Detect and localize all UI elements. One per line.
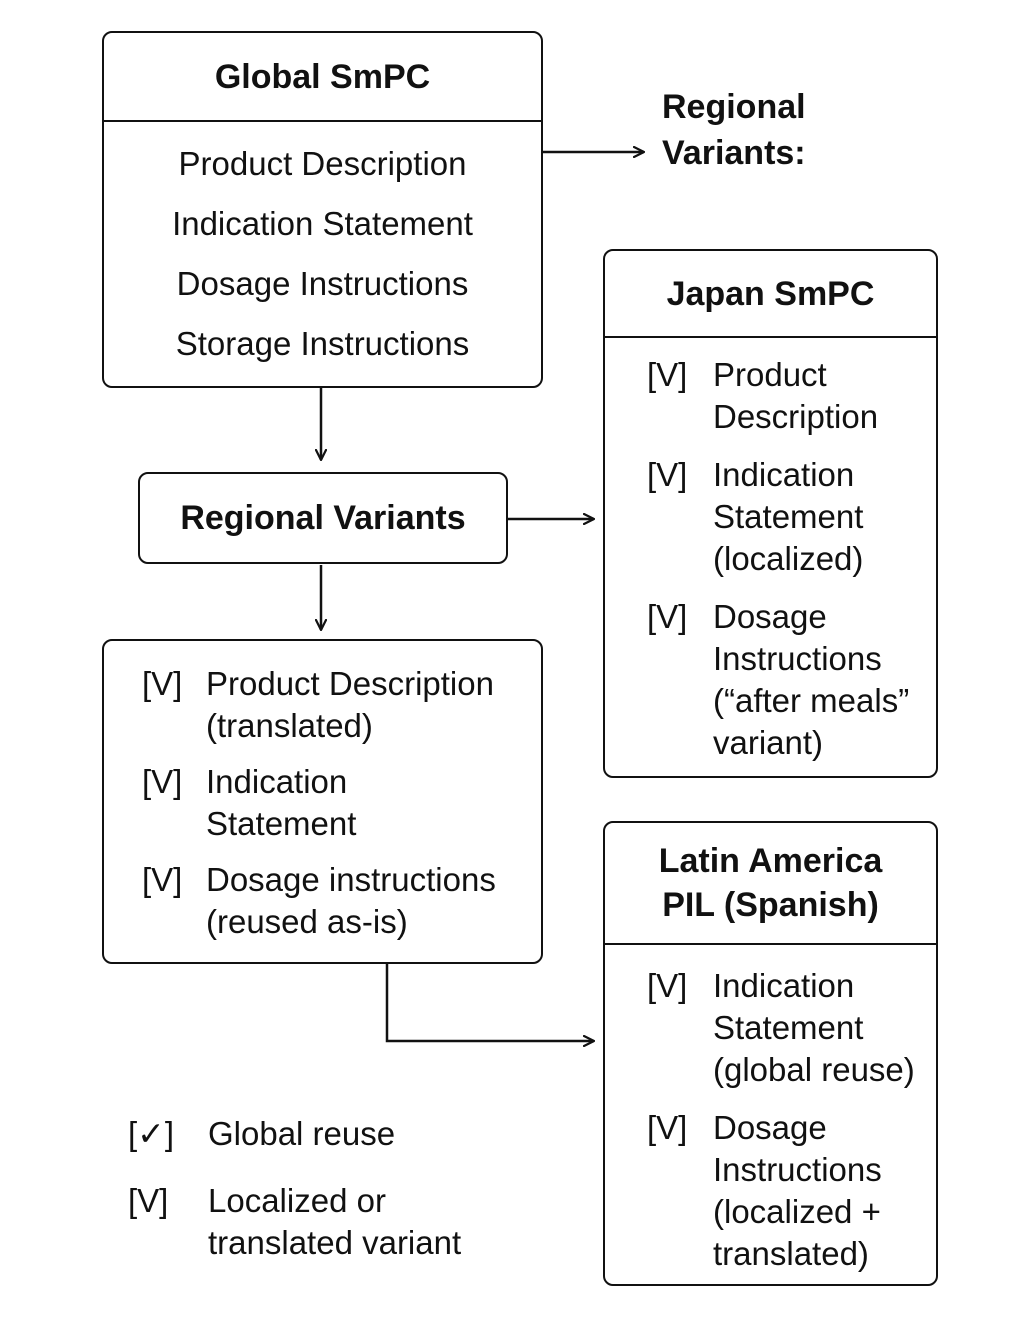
global-item-product-description: Product Description [178,145,467,182]
legend-global-reuse: [✓] Global reuse [128,1113,395,1155]
latam-item-text: Indication Statement (global reuse) [713,967,915,1088]
global-item-indication-statement: Indication Statement [172,205,473,242]
latin-america-pil-box: Latin America PIL (Spanish) [V] Indicati… [603,821,938,1286]
regional-variants-node: Regional Variants [138,472,508,564]
japan-smpc-title: Japan SmPC [605,251,936,338]
japan-item: [V] Indication Statement (localized) [647,454,936,580]
variant-mark: [V] [128,1182,169,1219]
latin-america-pil-items: [V] Indication Statement (global reuse) … [605,945,936,1275]
variant-mark: [V] [647,356,688,393]
regional-item-text: Product Description (translated) [206,665,494,744]
variant-mark: [V] [142,665,183,702]
variant-mark: [V] [142,861,183,898]
legend-localized-variant: [V] Localized or translated variant [128,1180,461,1264]
variant-mark: [V] [647,598,688,635]
japan-item-text: Dosage Instructions (“after meals” varia… [713,598,910,761]
regional-item: [V] Dosage instructions (reused as-is) [142,859,541,943]
checkmark-icon: [✓] [128,1115,174,1152]
regional-variants-box: [V] Product Description (translated) [V]… [102,639,543,964]
regional-variants-node-label: Regional Variants [180,498,466,537]
regional-item: [V] Indication Statement [142,761,541,845]
variant-mark: [V] [647,1109,688,1146]
regional-variants-heading: Regional Variants: [662,88,806,172]
legend-global-reuse-text: Global reuse [208,1115,396,1152]
global-item-dosage-instructions: Dosage Instructions [176,265,469,302]
regional-item-text: Indication Statement [206,763,357,842]
regional-item: [V] Product Description (translated) [142,663,541,747]
japan-item-text: Indication Statement (localized) [713,456,864,577]
global-item-storage-instructions: Storage Instructions [175,325,470,362]
japan-item-text: Product Description [713,356,879,435]
latin-america-pil-title: Latin America PIL (Spanish) [605,823,936,945]
japan-item: [V] Product Description [647,354,936,438]
global-smpc-box: Global SmPC Product Description Indicati… [102,31,543,388]
latam-item-text: Dosage Instructions (localized + transla… [713,1109,882,1272]
variant-mark: [V] [647,967,688,1004]
latam-item: [V] Dosage Instructions (localized + tra… [647,1107,936,1275]
global-smpc-title: Global SmPC [104,33,541,122]
japan-item: [V] Dosage Instructions (“after meals” v… [647,596,936,764]
variant-mark: [V] [142,763,183,800]
legend-localized-variant-text: Localized or translated variant [208,1182,462,1261]
variant-mark: [V] [647,456,688,493]
arrow-regional-to-latam [385,964,594,1041]
japan-smpc-box: Japan SmPC [V] Product Description [V] I… [603,249,938,778]
latam-item: [V] Indication Statement (global reuse) [647,965,936,1091]
global-smpc-items: Product Description Indication Statement… [104,122,541,374]
japan-smpc-items: [V] Product Description [V] Indication S… [605,338,936,764]
regional-item-text: Dosage instructions (reused as-is) [206,861,496,940]
